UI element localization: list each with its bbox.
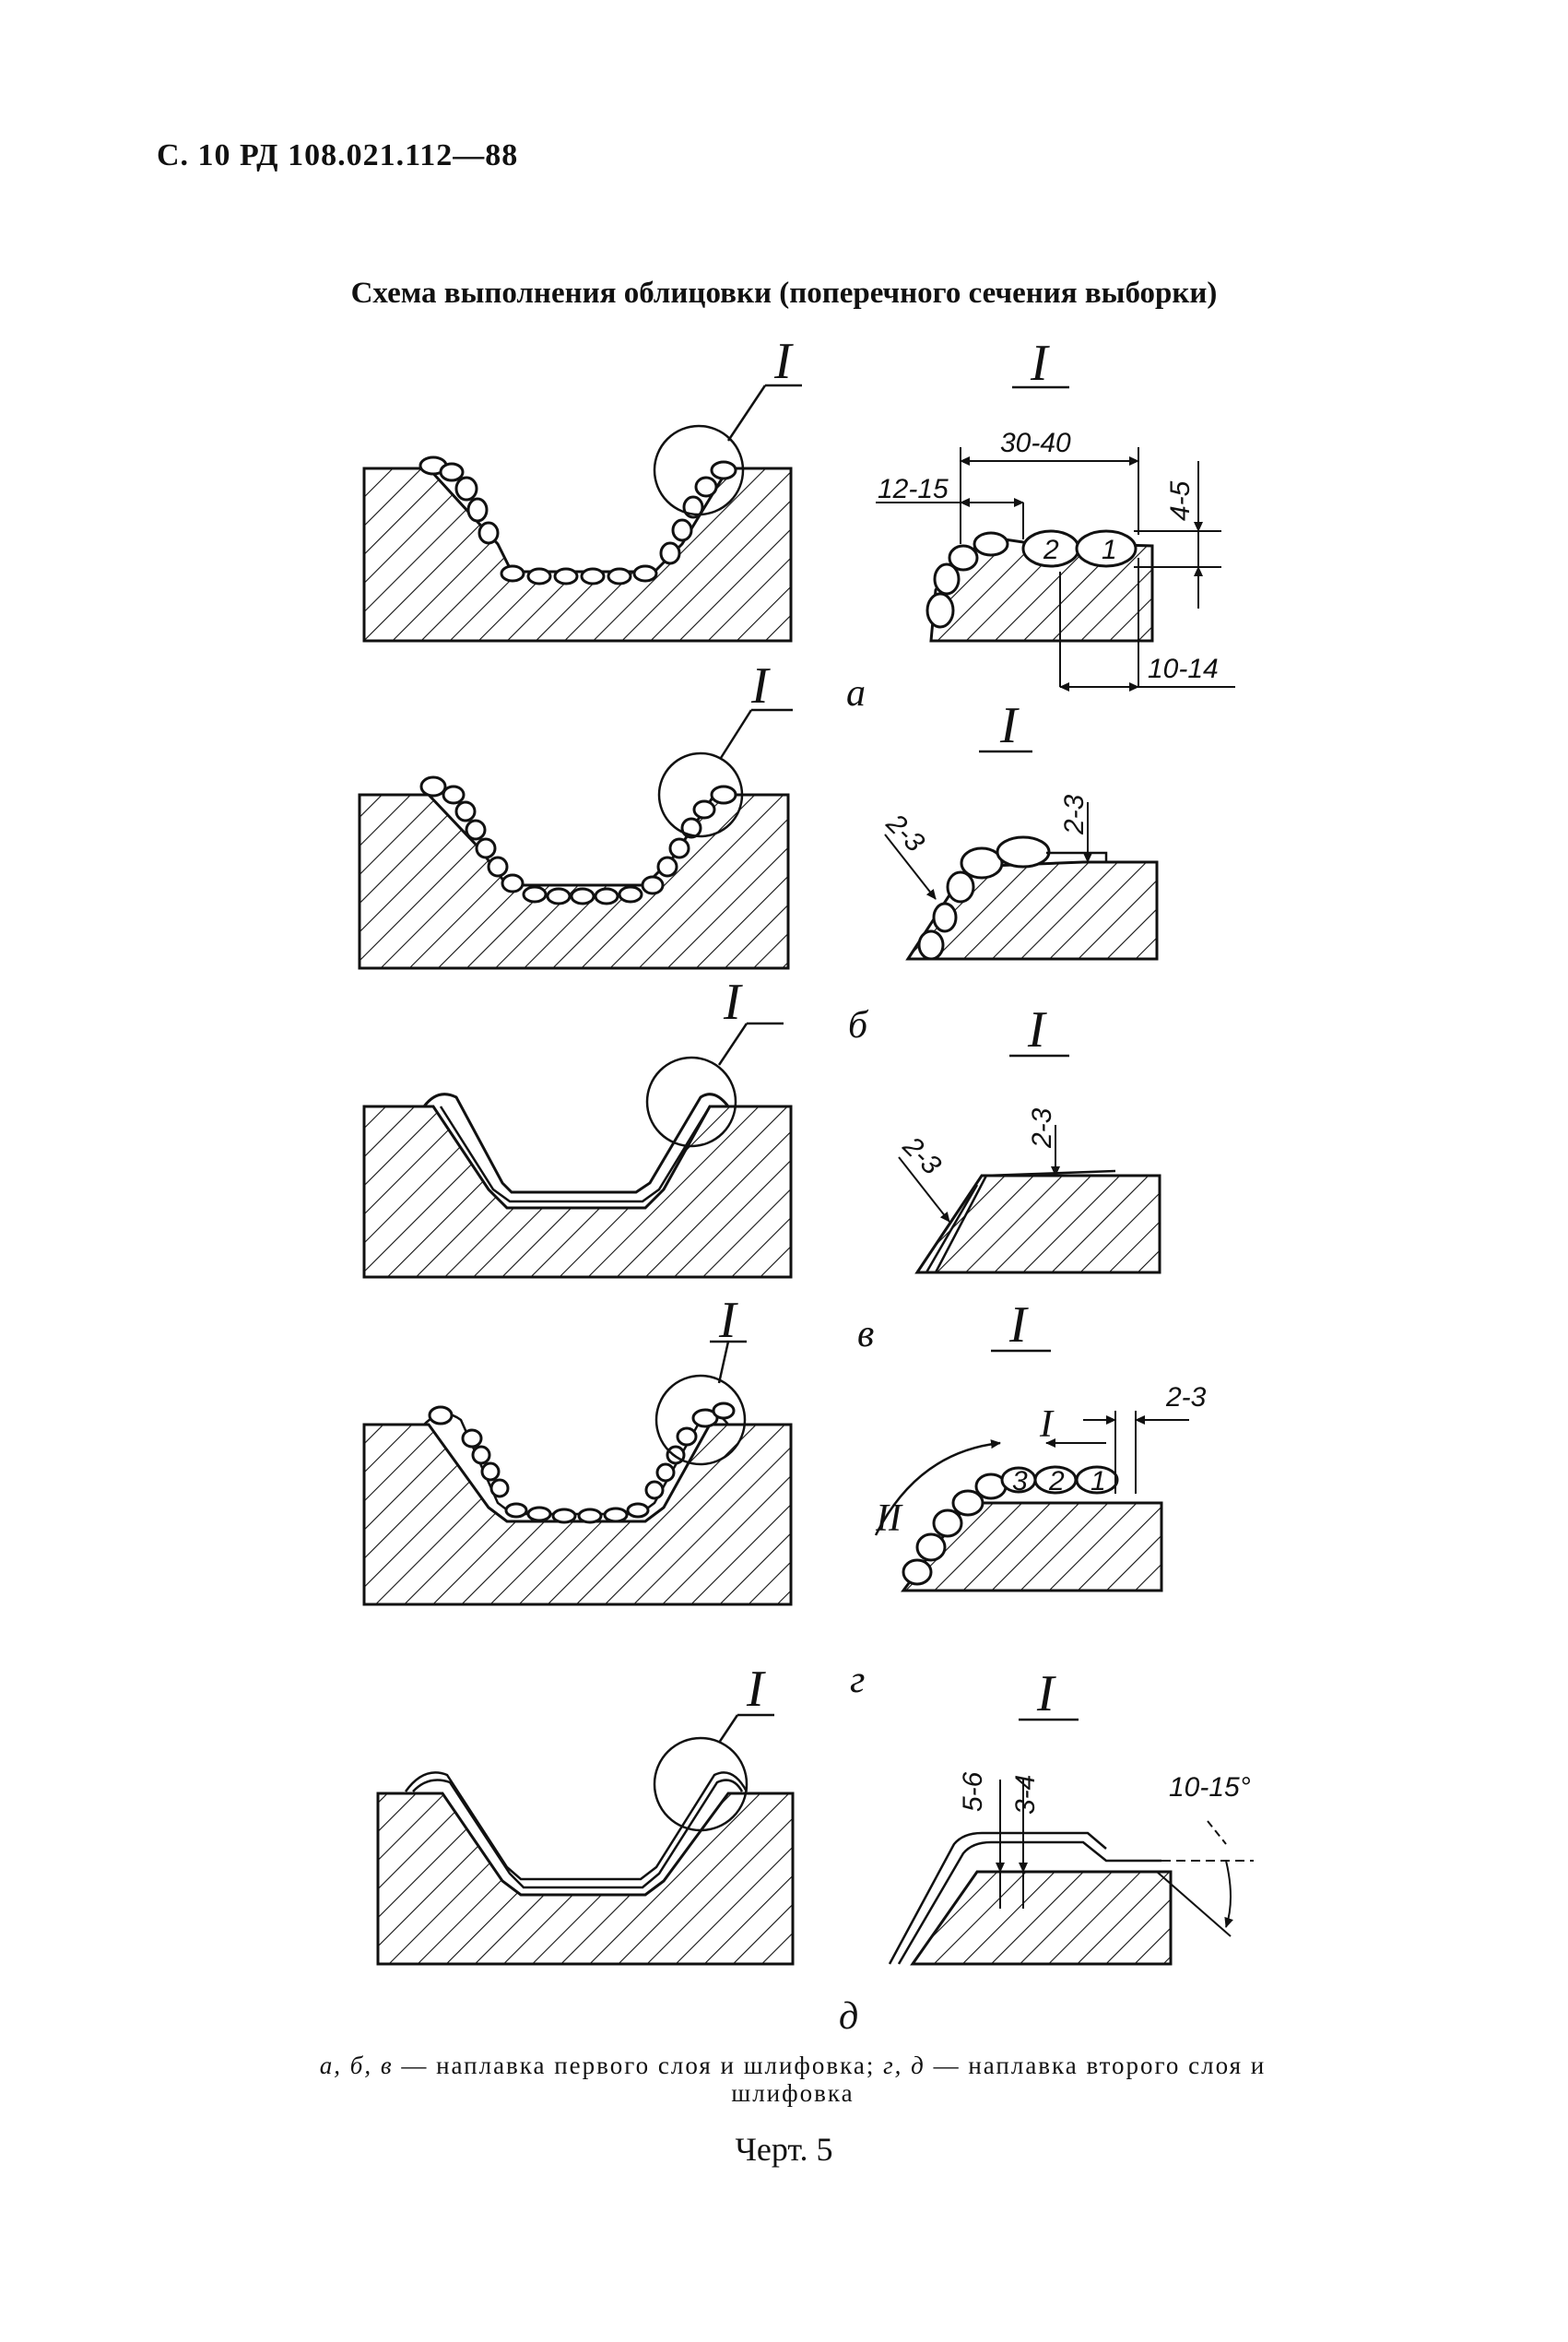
detail-circle-c [645, 1056, 737, 1148]
detail-label-b-detail: I [999, 697, 1020, 754]
figure-label: Черт. 5 [735, 2131, 833, 2168]
detail-circle-e [653, 1736, 749, 1832]
panel-letters: а б в г д [839, 672, 874, 2038]
dim-10-15-deg: 10-15° [1169, 1772, 1251, 1803]
detail-circle-d [654, 1374, 747, 1466]
page-header: С. 10 РД 108.021.112—88 [157, 138, 519, 172]
pass-label-I: I [1039, 1403, 1055, 1446]
panel-b [358, 708, 793, 970]
panel-letter-a-text: а [846, 672, 866, 715]
bead-number-3: 3 [1012, 1466, 1028, 1496]
detail-labels: I I I I I I I I I I [718, 333, 1079, 1722]
caption-letters-1: а, б, в [319, 2052, 394, 2079]
dim-2-3-c-top: 2-3 [1027, 1107, 1057, 1149]
dim-30-40: 30-40 [1000, 428, 1071, 458]
panel-d-detail [874, 1411, 1189, 1592]
detail-label-d-detail: I [1008, 1296, 1029, 1354]
groove-section-a [362, 467, 793, 643]
pass-label-II: II [875, 1497, 903, 1540]
panel-e-detail [888, 1780, 1254, 1966]
panel-letter-b: б [848, 1004, 869, 1047]
bead-number-2-d: 2 [1048, 1466, 1065, 1496]
panel-a-detail [876, 447, 1235, 692]
weld-beads-a [419, 455, 737, 586]
dim-2-3-d: 2-3 [1165, 1382, 1207, 1413]
detail-circle-b [657, 751, 744, 838]
dim-5-6: 5-6 [958, 1771, 988, 1812]
panel-c [362, 1022, 793, 1279]
dim-4-5: 4-5 [1165, 480, 1196, 521]
dim-2-3-c-side: 2-3 [896, 1130, 947, 1181]
dim-12-15: 12-15 [878, 474, 949, 504]
dim-2-3-b-side: 2-3 [879, 808, 930, 858]
dim-10-14: 10-14 [1148, 654, 1219, 684]
bead-number-1-a: 1 [1102, 535, 1117, 565]
panel-d [362, 1340, 793, 1606]
caption-text-2: — наплавка второго слоя и шлифовка [731, 2052, 1267, 2107]
detail-label-d-main: I [718, 1292, 738, 1349]
dim-3-4: 3-4 [1010, 1775, 1041, 1815]
caption-letters-2: г, д [883, 2052, 925, 2079]
groove-section-d [362, 1423, 793, 1606]
detail-label-e-main: I [746, 1661, 766, 1718]
panel-c-detail [898, 1125, 1161, 1274]
dim-2-3-b-top: 2-3 [1059, 794, 1090, 835]
groove-section-c [362, 1105, 793, 1279]
detail-label-e-detail: I [1036, 1665, 1056, 1722]
bead-number-2-a: 2 [1043, 535, 1059, 565]
detail-label-c-detail: I [1027, 1001, 1047, 1059]
bead-number-1-d: 1 [1091, 1466, 1106, 1496]
detail-label-c-main: I [723, 974, 743, 1031]
detail-circle-a [653, 424, 745, 516]
caption-text-1: — наплавка первого слоя и шлифовка; [393, 2052, 884, 2079]
panel-a [362, 384, 802, 643]
panel-letter-e: д [839, 1995, 858, 2038]
panel-b-detail [884, 802, 1159, 961]
detail-label-a-detail: I [1030, 335, 1050, 392]
panel-e [376, 1713, 795, 1966]
groove-section-b [358, 793, 790, 970]
figure-caption: а, б, в — наплавка первого слоя и шлифов… [304, 2052, 1281, 2107]
panel-letter-d: г [850, 1659, 865, 1701]
panel-letter-c: в [857, 1313, 874, 1355]
detail-label-a-main: I [773, 333, 794, 390]
groove-section-e [376, 1792, 795, 1966]
figure-title: Схема выполнения облицовки (поперечного … [350, 277, 1218, 310]
detail-label-b-main: I [750, 657, 771, 715]
